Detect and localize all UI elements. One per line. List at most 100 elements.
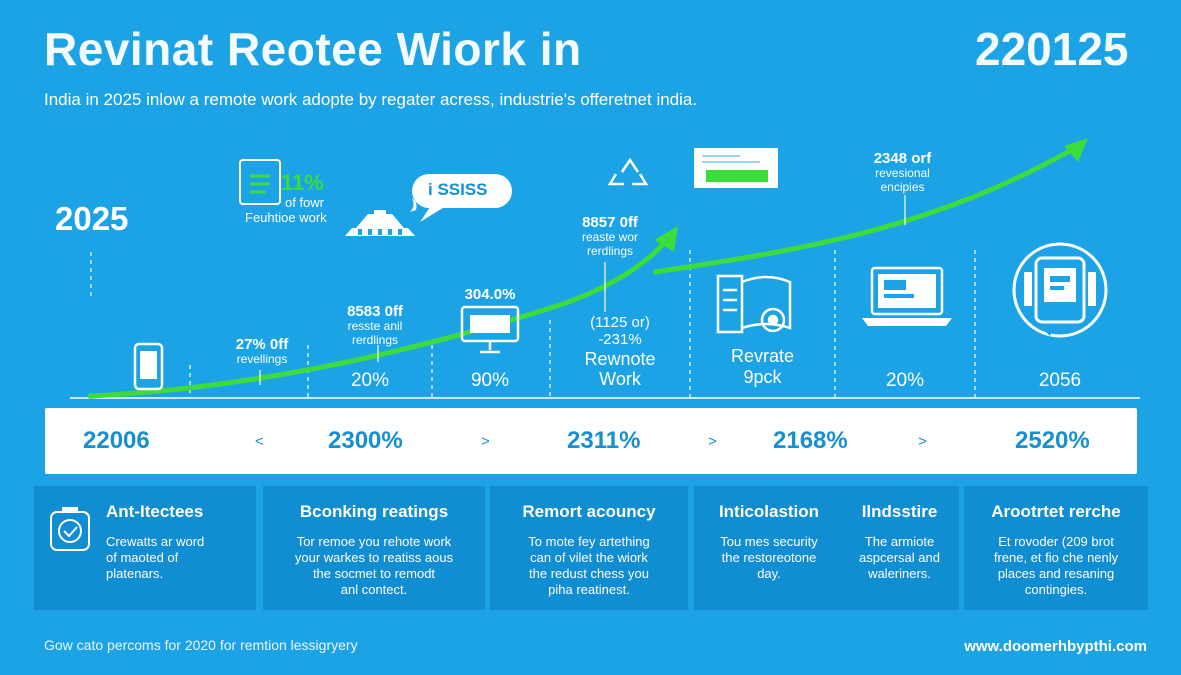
- card-text: of maoted of: [106, 550, 179, 565]
- card-text: Et rovoder (209 brot: [998, 534, 1114, 549]
- recycle-icon: [607, 157, 649, 186]
- band-arrow: <: [255, 433, 264, 450]
- page-title: Revinat Reotee Wiork in: [44, 23, 582, 75]
- card-text: Tou mes security: [720, 534, 818, 549]
- footer-note: Gow cato percoms for 2020 for remtion le…: [44, 637, 358, 653]
- stat-three-percent: 20%: [335, 370, 405, 392]
- stat-one: 11%: [281, 170, 324, 195]
- card-title: Ilndsstire: [861, 502, 938, 521]
- tablet-icon: [1012, 242, 1108, 338]
- header-year: 220125: [975, 23, 1129, 75]
- stat-three-percent-text: 20%: [350, 370, 390, 391]
- stat-three-value: 8583 0ff: [347, 303, 403, 320]
- stat-seven-line: 9pck: [743, 366, 782, 387]
- card-text: waleriners.: [868, 566, 931, 581]
- stat-seven: Revrate 9pck: [715, 346, 810, 387]
- stat-eight-value: 2348 orf: [873, 150, 932, 167]
- stat-five-label: reaste wor: [581, 230, 639, 245]
- stat-two: 27% 0ff revellings: [222, 336, 302, 367]
- browser-window-icon: [694, 148, 778, 188]
- band-value: 2300%: [328, 427, 403, 454]
- stat-six-line: -231%: [598, 331, 642, 349]
- band-value: 22006: [83, 427, 150, 454]
- card-text: places and resaning: [997, 566, 1115, 581]
- card-title: Bconking reatings: [299, 502, 449, 521]
- card-text: anl contect.: [340, 582, 408, 597]
- timeline-start-year: 2025: [55, 200, 129, 237]
- band-arrow: >: [918, 433, 927, 450]
- trend-arrowhead: [1064, 138, 1088, 162]
- stat-four-percent-text: 90%: [470, 370, 510, 391]
- stat-one-label: of fowr Feuhtioe work: [245, 195, 327, 226]
- page-subtitle: India in 2025 inlow a remote work adopte…: [44, 90, 698, 109]
- info-card: Arootrtet rerche Et rovoder (209 brot fr…: [964, 486, 1148, 610]
- clock-icon: [50, 507, 90, 551]
- stat-two-label: revellings: [236, 352, 288, 367]
- column-dividers: [90, 250, 976, 398]
- stat-five-label: rerdlings: [586, 244, 634, 259]
- stat-six: (1125 or) -231% Rewnote Work: [570, 314, 670, 390]
- card-text: platenars.: [106, 566, 164, 581]
- stat-nine-percent-text: 2056: [1038, 370, 1082, 391]
- card-title: Ant-Itectees: [106, 502, 204, 521]
- card-text: The armiote: [864, 534, 935, 549]
- stat-eight-label: encipies: [880, 180, 925, 195]
- stat-seven-line: Revrate: [730, 346, 795, 366]
- band-value: 2311%: [567, 427, 641, 454]
- stat-six-line: Rewnote: [584, 348, 656, 369]
- stat-one-label-line: Feuhtioe work: [245, 209, 327, 225]
- stat-connectors: [259, 195, 906, 385]
- card-text: can of vilet the wiork: [530, 550, 648, 565]
- stat-three-label: resste anil: [347, 319, 403, 334]
- card-title: Arootrtet rerche: [991, 502, 1121, 521]
- card-text: the restoreotone: [721, 550, 817, 565]
- stat-eight-label: revesional: [875, 166, 930, 181]
- speech-bubble-icon: [412, 174, 512, 222]
- stat-six-line: (1125 or): [590, 314, 650, 331]
- footer-url[interactable]: www.doomerhbypthi.com: [964, 638, 1147, 655]
- info-card-pair: Inticolastion Tou mes security the resto…: [694, 486, 959, 610]
- stat-one-label-line: of fowr: [285, 195, 325, 210]
- stat-three: 8583 0ff resste anil rerdlings: [330, 303, 420, 348]
- clipboard-icon: [239, 159, 281, 205]
- stat-two-value: 27% 0ff: [235, 336, 289, 353]
- info-card: Bconking reatings Tor remoe you rehote w…: [263, 486, 485, 610]
- values-band: 22006 < 2300% > 2311% > 2168% > 2520%: [45, 408, 1137, 474]
- stat-four: 304.0%: [450, 286, 530, 303]
- laptop-icon: [862, 266, 952, 326]
- phone-icon: [133, 342, 164, 391]
- card-title: Remort acouncy: [522, 502, 656, 521]
- trend-arrowhead: [654, 226, 678, 252]
- card-text: contingies.: [1024, 582, 1088, 597]
- card-text: day.: [757, 566, 781, 581]
- info-card: Remort acouncy To mote fey artething can…: [490, 486, 688, 610]
- stat-four-percent: 90%: [455, 370, 525, 392]
- band-value: 2168%: [773, 427, 848, 454]
- band-value: 2520%: [1015, 427, 1090, 454]
- card-text: aspcersal and: [859, 550, 940, 565]
- card-text: the socmet to remodt: [312, 566, 436, 581]
- stat-eight: 2348 orf revesional encipies: [855, 150, 950, 195]
- band-arrow: >: [708, 433, 717, 450]
- stat-eight-percent: 20%: [870, 370, 940, 392]
- stat-five: 8857 0ff reaste wor rerdlings: [565, 214, 655, 259]
- info-card: Inticolastion Tou mes security the resto…: [694, 502, 844, 582]
- card-text: To mote fey artething: [528, 534, 650, 549]
- speech-bubble-text: i SSISS: [428, 180, 488, 199]
- card-text: your warkes to reatiss aous: [294, 550, 454, 565]
- document-gear-icon: [716, 274, 792, 334]
- card-text: piha reatinest.: [548, 582, 630, 597]
- card-text: Crewatts ar word: [106, 534, 205, 549]
- stat-nine-percent: 2056: [1020, 370, 1100, 392]
- stat-eight-percent-text: 20%: [885, 370, 925, 391]
- info-card: Ilndsstire The armiote aspcersal and wal…: [842, 502, 957, 582]
- info-card: Ant-Itectees Crewatts ar word of maoted …: [34, 486, 256, 610]
- band-arrow: >: [481, 433, 490, 450]
- card-text: Tor remoe you rehote work: [296, 534, 452, 549]
- card-text: frene, et fio che nenly: [993, 550, 1119, 565]
- building-icon: [345, 198, 417, 236]
- monitor-icon: [460, 305, 520, 354]
- card-title: Inticolastion: [718, 502, 820, 521]
- stat-five-value: 8857 0ff: [582, 214, 638, 231]
